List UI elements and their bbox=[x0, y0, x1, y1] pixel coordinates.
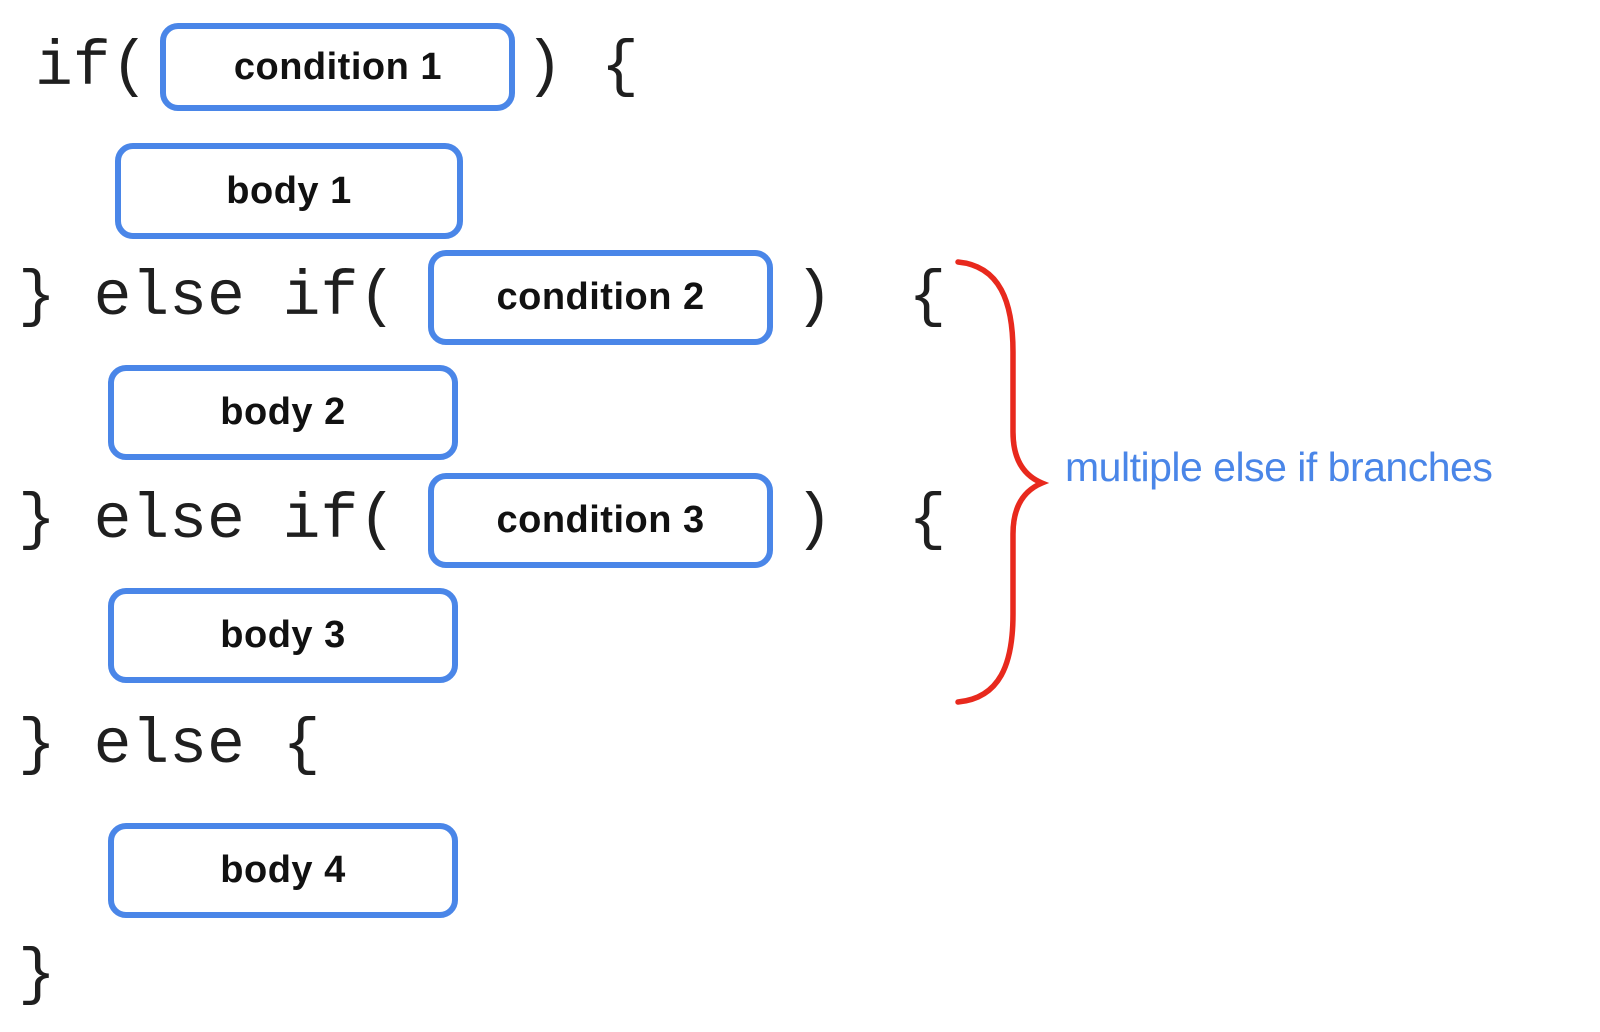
condition-1-box: condition 1 bbox=[160, 23, 516, 111]
code-text-if-open: if( bbox=[35, 31, 149, 103]
body-2-box: body 2 bbox=[108, 365, 458, 460]
curly-brace-annotation bbox=[955, 259, 1050, 705]
body-4-box: body 4 bbox=[108, 823, 458, 918]
condition-3-box: condition 3 bbox=[428, 473, 774, 568]
code-line-else-if-1: } else if( condition 2 ) { bbox=[18, 250, 946, 345]
body-4-label: body 4 bbox=[220, 849, 346, 891]
code-line-if: if( condition 1 ) { bbox=[35, 23, 639, 111]
code-text-final-close-brace: } bbox=[18, 939, 56, 1011]
code-text-else-open: } else { bbox=[18, 709, 321, 781]
body-2-label: body 2 bbox=[220, 391, 346, 433]
body-3-label: body 3 bbox=[220, 614, 346, 656]
body-1-box: body 1 bbox=[115, 143, 463, 239]
code-line-else: } else { bbox=[18, 710, 320, 780]
code-text-close-paren-open-brace-3: ) { bbox=[795, 485, 947, 556]
code-text-else-if-1: } else if( bbox=[18, 262, 397, 333]
code-text-else-if-2: } else if( bbox=[18, 485, 397, 556]
condition-2-label: condition 2 bbox=[496, 276, 705, 318]
code-line-final-close: } bbox=[18, 940, 56, 1010]
condition-1-label: condition 1 bbox=[233, 45, 442, 88]
code-line-else-if-2: } else if( condition 3 ) { bbox=[18, 473, 946, 568]
body-1-label: body 1 bbox=[226, 169, 352, 212]
condition-3-label: condition 3 bbox=[496, 499, 705, 541]
code-text-close-paren-open-brace-1: ) { bbox=[525, 31, 639, 103]
annotation-multiple-else-if-branches: multiple else if branches bbox=[1065, 444, 1493, 490]
code-text-close-paren-open-brace-2: ) { bbox=[795, 262, 947, 333]
right-curly-brace-icon bbox=[955, 259, 1050, 705]
condition-2-box: condition 2 bbox=[428, 250, 774, 345]
body-3-box: body 3 bbox=[108, 588, 458, 683]
